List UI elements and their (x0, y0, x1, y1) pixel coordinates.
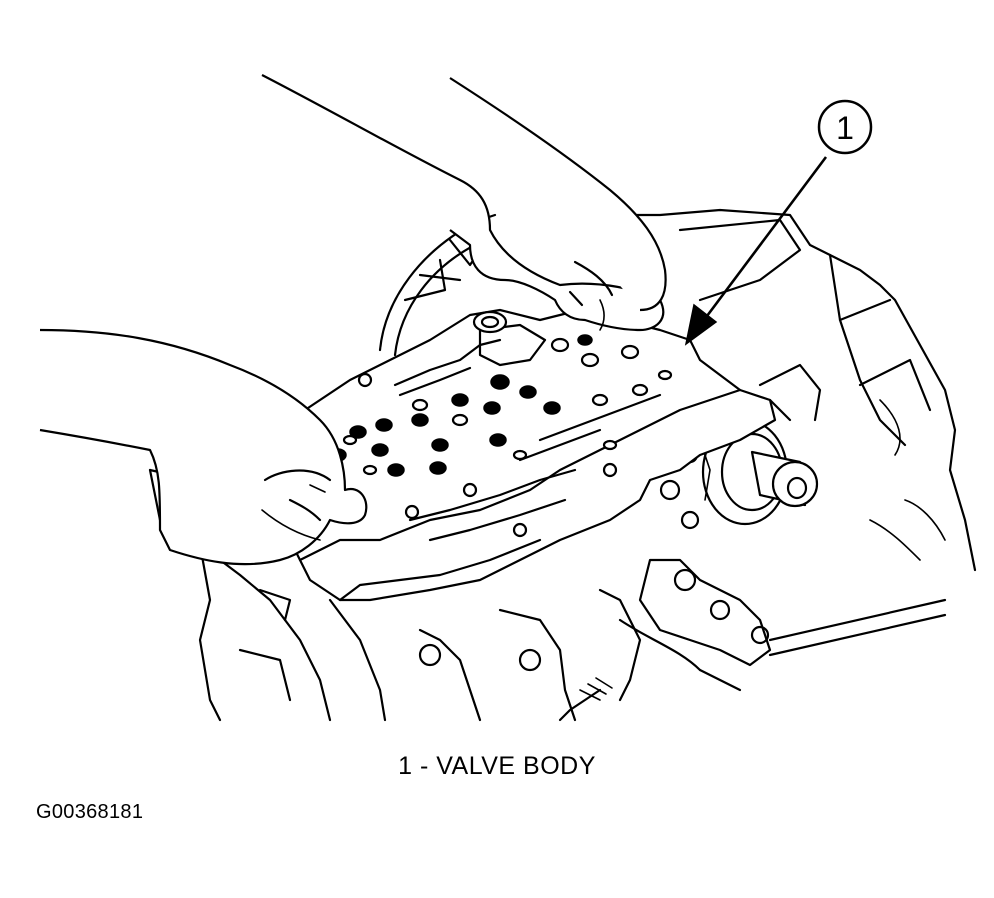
callout-1-number: 1 (836, 110, 854, 146)
callout-1-circle (817, 99, 873, 155)
figure-id: G00368181 (36, 801, 144, 823)
left-hand (39, 328, 368, 566)
figure-caption: 1 - VALVE BODY (398, 752, 596, 780)
leader-line (702, 156, 828, 321)
valve-body (273, 308, 777, 602)
arrowhead (684, 303, 718, 346)
shift-linkage (558, 558, 947, 722)
right-hand (261, 74, 667, 332)
callout-1: 1 (684, 99, 873, 346)
valve-body-illustration: 1 (39, 74, 977, 722)
